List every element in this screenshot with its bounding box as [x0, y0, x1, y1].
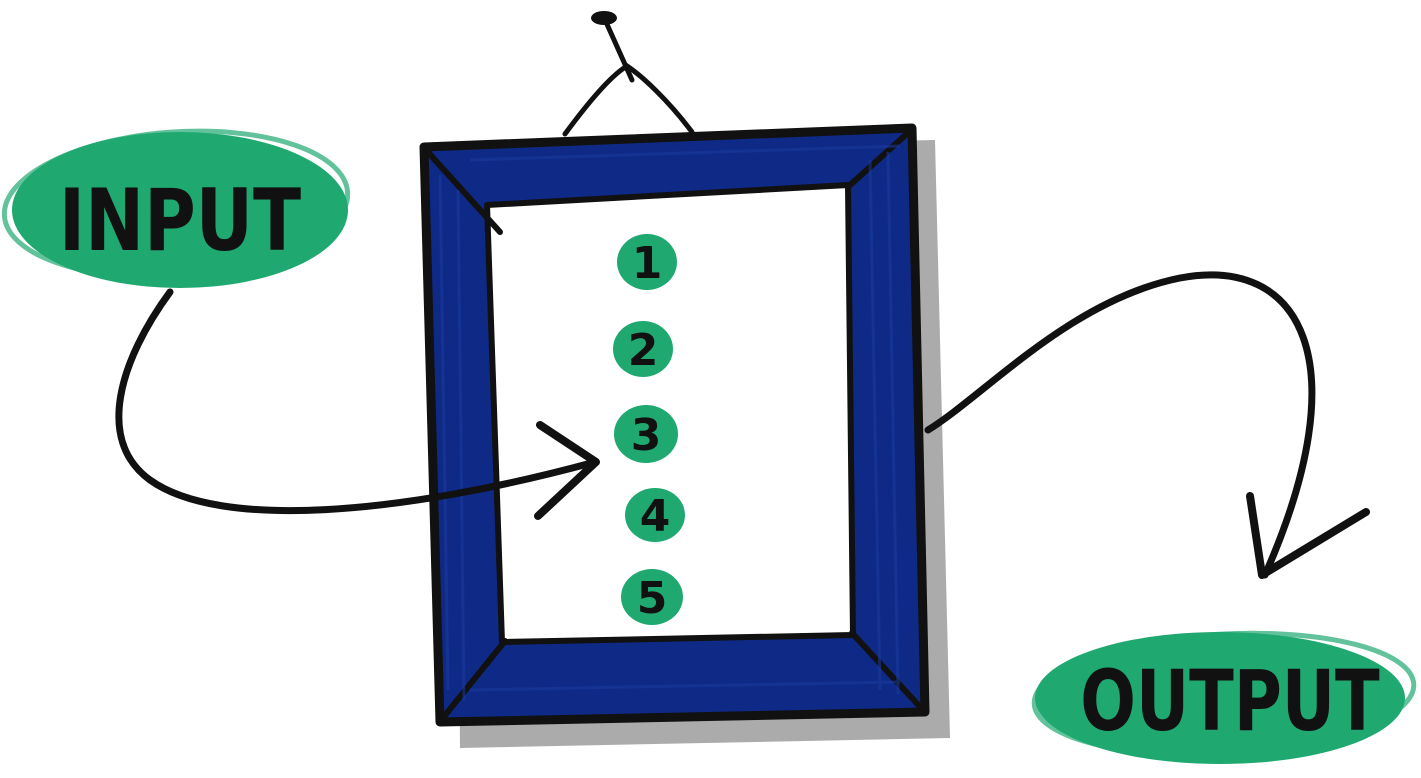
output-bubble-scribble	[1031, 630, 1417, 758]
step-3-label: 3	[631, 410, 662, 461]
step-3: 3	[614, 405, 678, 463]
step-2: 2	[613, 321, 673, 377]
arrowhead-down-icon	[1246, 492, 1370, 579]
frame-brush-strokes	[438, 144, 901, 701]
output-bubble	[1035, 632, 1405, 764]
input-node: INPUT	[1, 128, 351, 288]
step-4: 4	[625, 488, 685, 542]
input-label: INPUT	[59, 170, 302, 271]
steps-list: 1 2 3 4 5	[613, 234, 685, 625]
input-bubble	[12, 132, 348, 288]
input-bubble-scribble	[1, 128, 351, 280]
output-node: OUTPUT	[1031, 630, 1417, 764]
output-arrow-path	[924, 271, 1316, 579]
step-5-label: 5	[637, 573, 668, 624]
input-arrow-path	[115, 288, 599, 515]
step-4-label: 4	[640, 491, 671, 542]
step-1-badge	[617, 234, 677, 290]
step-4-badge	[625, 488, 685, 542]
hanging-wire	[562, 63, 695, 137]
output-arrow	[924, 271, 1370, 579]
arrowhead-right-icon	[534, 421, 600, 520]
step-1-label: 1	[632, 238, 663, 289]
nail-head-icon	[591, 11, 617, 25]
nail-icon	[603, 19, 635, 83]
input-arrow	[115, 288, 600, 520]
step-3-badge	[614, 405, 678, 463]
step-1: 1	[617, 234, 677, 290]
frame-miter-lines	[423, 128, 925, 722]
step-2-badge	[613, 321, 673, 377]
output-label: OUTPUT	[1080, 652, 1379, 750]
step-5-badge	[621, 569, 683, 625]
hanger	[562, 11, 695, 137]
step-5: 5	[621, 569, 683, 625]
step-2-label: 2	[628, 325, 659, 376]
